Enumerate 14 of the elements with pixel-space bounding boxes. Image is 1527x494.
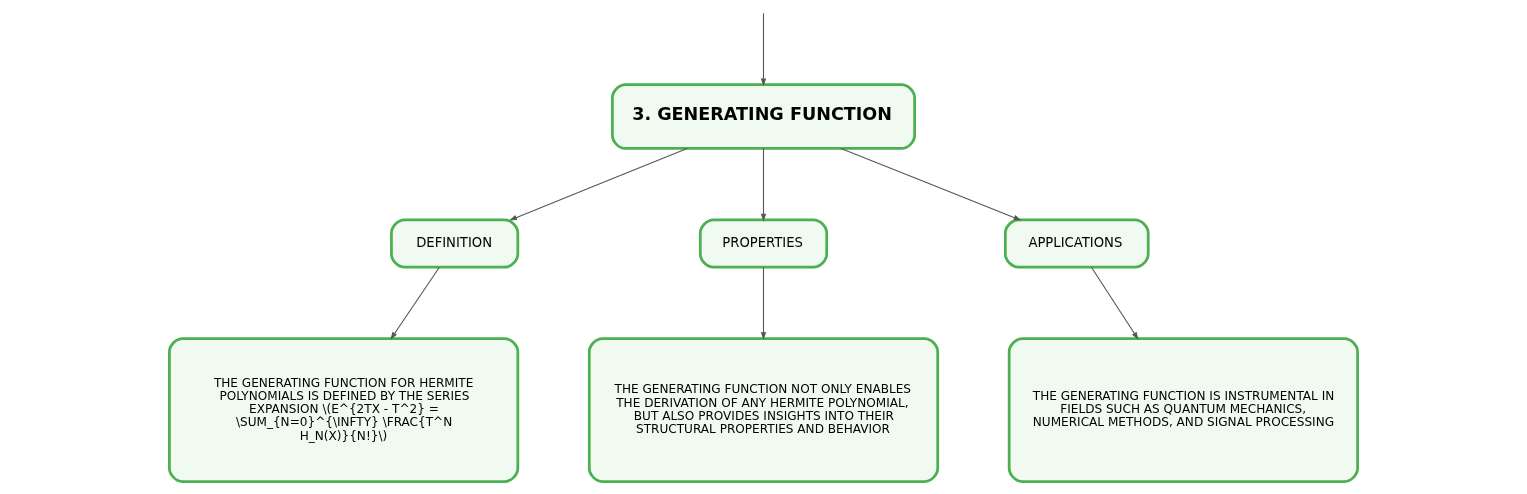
node-box: 3. GENERATING FUNCTION xyxy=(611,83,916,150)
arrow xyxy=(760,12,767,87)
node-box: THE GENERATING FUNCTION FOR HERMITE POLYNOMIALS IS DEFINED BY THE SERIES EXPANSION \(E^{2TX - T^2} = \SUM_{N=0}^{\INFTY} \FRAC{T^N H_N(X)}{N!}\) xyxy=(168,337,520,483)
arrow xyxy=(760,266,767,340)
node-box: DEFINITION xyxy=(390,218,520,269)
arrow xyxy=(840,148,1022,221)
arrow xyxy=(390,266,440,340)
node-box: APPLICATIONS xyxy=(1003,218,1150,269)
node-box: THE GENERATING FUNCTION IS INSTRUMENTAL IN FIELDS SUCH AS QUANTUM MECHANICS, NUMERICAL METHODS, AND SIGNAL PROCESSING xyxy=(1007,337,1359,483)
node-box: THE GENERATING FUNCTION NOT ONLY ENABLES THE DERIVATION OF ANY HERMITE POLYNOMIAL, BUT ALSO PROVIDES INSIGHTS INTO THEIR STRUCTURAL PROPERTIES AND BEHAVIOR xyxy=(587,337,940,483)
arrow xyxy=(509,148,688,221)
arrow xyxy=(760,148,767,222)
node-box: PROPERTIES xyxy=(698,218,829,269)
arrow xyxy=(1091,266,1139,340)
